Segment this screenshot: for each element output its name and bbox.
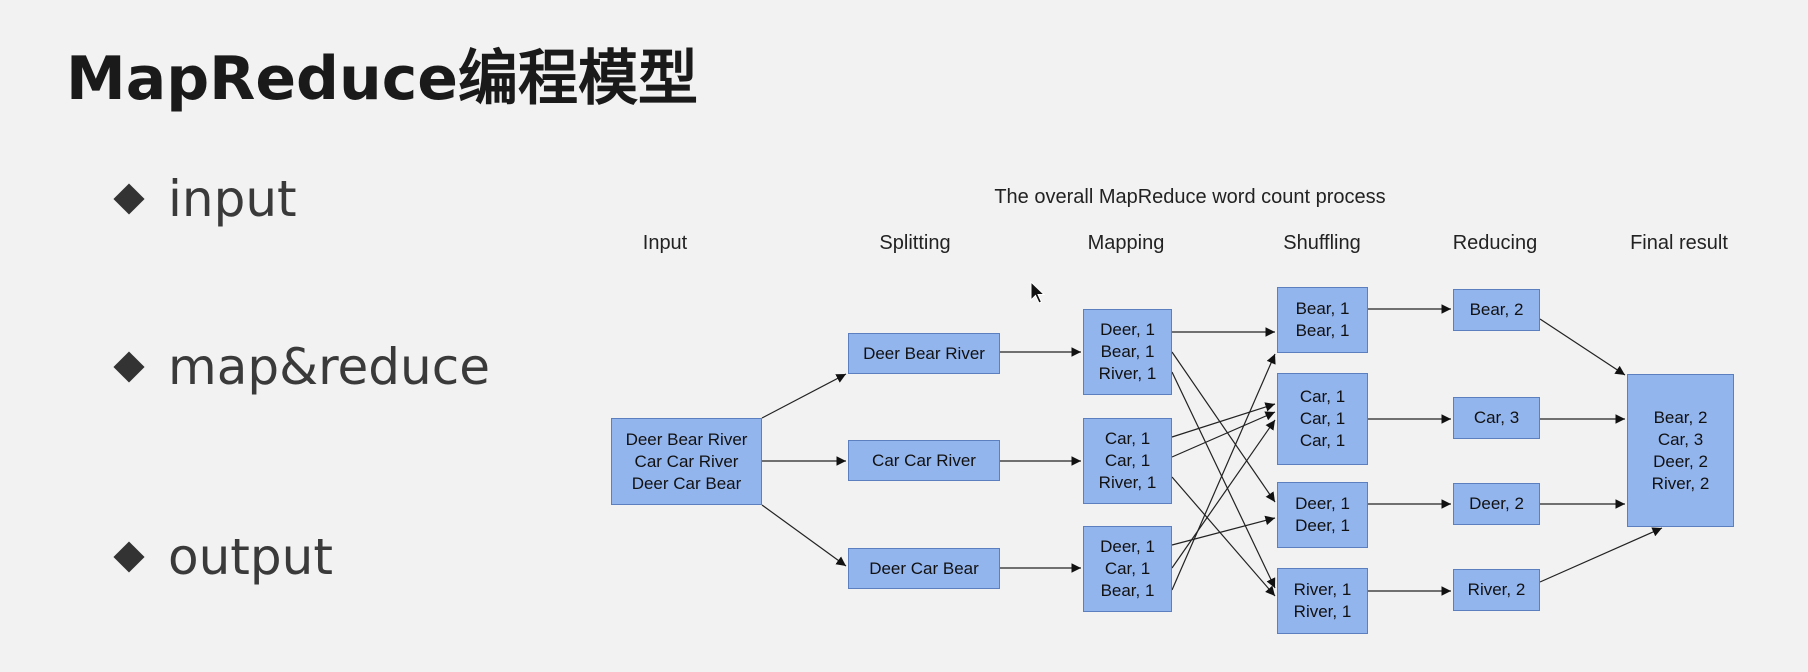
map-pair: River, 1 xyxy=(1098,364,1157,383)
arrow-line xyxy=(1171,402,1276,438)
reduce-pair: Car, 3 xyxy=(1473,408,1520,427)
reduce-box: River, 2 xyxy=(1453,569,1540,611)
arrow-line xyxy=(1171,419,1276,569)
bullet-input: input xyxy=(113,170,297,228)
reduce-pair: River, 2 xyxy=(1467,580,1526,599)
arrow-line xyxy=(1171,353,1276,591)
input-line: Deer Car Bear xyxy=(631,473,742,493)
stage-label-mapping: Mapping xyxy=(1087,232,1165,254)
stage-label-reducing: Reducing xyxy=(1452,232,1538,254)
map-pair: River, 1 xyxy=(1098,473,1157,492)
map-pair: Car, 1 xyxy=(1104,559,1151,578)
map-pair: Bear, 1 xyxy=(1100,581,1155,600)
map-pair: Car, 1 xyxy=(1104,451,1151,470)
shuffle-box: Bear, 1 Bear, 1 xyxy=(1277,287,1368,353)
reduce-pair: Bear, 2 xyxy=(1469,300,1524,319)
reduce-pair: Deer, 2 xyxy=(1469,494,1524,513)
input-box: Deer Bear River Car Car River Deer Car B… xyxy=(611,418,762,505)
reduce-box: Bear, 2 xyxy=(1453,289,1540,331)
bullet-text: input xyxy=(168,170,297,228)
split-box: Car Car River xyxy=(848,440,1000,481)
reduce-box: Deer, 2 xyxy=(1453,483,1540,525)
arrow-line xyxy=(761,504,847,567)
final-pair: Bear, 2 xyxy=(1653,407,1708,427)
mouse-pointer-icon xyxy=(1030,281,1046,304)
arrow-line xyxy=(1539,318,1626,376)
final-pair: Car, 3 xyxy=(1657,429,1704,449)
input-line: Deer Bear River xyxy=(625,429,748,449)
map-pair: Deer, 1 xyxy=(1100,537,1155,556)
final-pair: River, 2 xyxy=(1651,473,1710,493)
reduce-box: Car, 3 xyxy=(1453,397,1540,439)
map-pair: Deer, 1 xyxy=(1100,320,1155,339)
arrow-line xyxy=(1171,476,1276,597)
map-pair: Car, 1 xyxy=(1104,429,1151,448)
split-text: Deer Bear River xyxy=(863,343,985,363)
diagram-title: The overall MapReduce word count process xyxy=(994,186,1386,208)
final-result-box: Bear, 2 Car, 3 Deer, 2 River, 2 xyxy=(1627,374,1734,527)
shuffle-pair: Car, 1 xyxy=(1299,431,1346,450)
shuffle-box: Car, 1 Car, 1 Car, 1 xyxy=(1277,373,1368,465)
stage-label-final-result: Final result xyxy=(1630,232,1728,254)
slide-title: MapReduce编程模型 xyxy=(66,44,698,114)
shuffle-box: River, 1 River, 1 xyxy=(1277,568,1368,634)
split-text: Car Car River xyxy=(872,450,976,470)
arrow-line xyxy=(1171,351,1276,503)
shuffle-pair: Bear, 1 xyxy=(1295,299,1350,318)
bullet-map-reduce: map&reduce xyxy=(113,338,490,396)
stage-label-input: Input xyxy=(642,232,688,254)
bullet-text: output xyxy=(168,528,333,586)
map-box: Car, 1 Car, 1 River, 1 xyxy=(1083,418,1172,504)
input-line: Car Car River xyxy=(634,451,739,471)
arrow-line xyxy=(1171,371,1276,589)
shuffle-pair: Car, 1 xyxy=(1299,387,1346,406)
shuffle-pair: River, 1 xyxy=(1293,602,1352,621)
arrow-line xyxy=(1171,515,1276,546)
shuffle-box: Deer, 1 Deer, 1 xyxy=(1277,482,1368,548)
split-box: Deer Bear River xyxy=(848,333,1000,374)
bullet-text: map&reduce xyxy=(168,338,490,396)
bullet-output: output xyxy=(113,528,333,586)
arrow-line xyxy=(1171,411,1276,458)
stage-label-splitting: Splitting xyxy=(879,232,951,254)
stage-label-shuffling: Shuffling xyxy=(1283,232,1361,254)
shuffle-pair: River, 1 xyxy=(1293,580,1352,599)
split-text: Deer Car Bear xyxy=(869,558,979,578)
map-box: Deer, 1 Bear, 1 River, 1 xyxy=(1083,309,1172,395)
arrow-line xyxy=(1539,527,1663,583)
shuffle-pair: Bear, 1 xyxy=(1295,321,1350,340)
map-box: Deer, 1 Car, 1 Bear, 1 xyxy=(1083,526,1172,612)
map-pair: Bear, 1 xyxy=(1100,342,1155,361)
arrow-line xyxy=(761,373,847,419)
shuffle-pair: Deer, 1 xyxy=(1295,494,1350,513)
final-pair: Deer, 2 xyxy=(1653,451,1708,471)
shuffle-pair: Deer, 1 xyxy=(1295,516,1350,535)
shuffle-pair: Car, 1 xyxy=(1299,409,1346,428)
split-box: Deer Car Bear xyxy=(848,548,1000,589)
